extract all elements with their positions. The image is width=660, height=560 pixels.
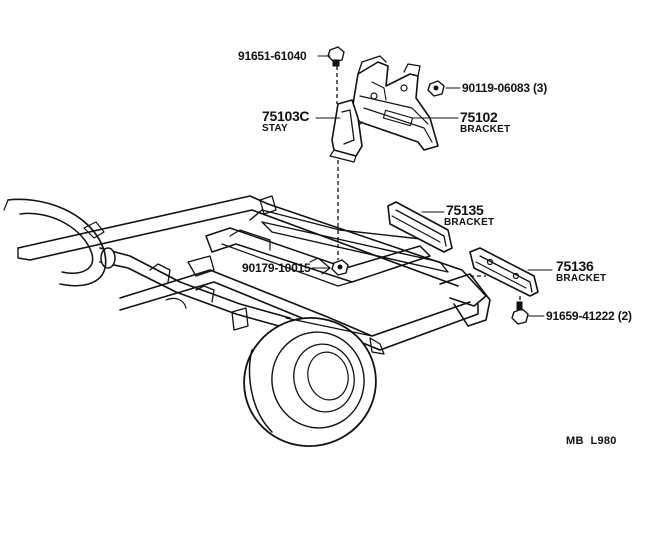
diagram-code-right: L980 <box>590 435 617 447</box>
bracket-75102 <box>349 55 439 151</box>
part-number-91659-41222: 91659-41222 (2) <box>546 310 632 322</box>
bolt-91651-icon <box>327 46 345 67</box>
part-number-75103c: 75103C <box>262 108 310 124</box>
part-desc-bracket-75136: BRACKET <box>556 273 607 284</box>
part-number-75135: 75135 <box>446 202 484 218</box>
leader-lines <box>311 55 553 317</box>
part-quantity: (2) <box>617 309 632 323</box>
part-desc-bracket-75135: BRACKET <box>444 217 495 228</box>
part-quantity: (3) <box>533 81 548 95</box>
nut-90119-icon <box>427 80 445 97</box>
part-number-91651-61040: 91651-61040 <box>238 49 307 63</box>
tire-front <box>243 317 377 447</box>
part-number: 90119-06083 <box>462 81 530 95</box>
chassis-frame <box>17 195 491 355</box>
part-number-75102: 75102 <box>460 109 498 125</box>
tire-left <box>3 198 107 287</box>
diagram-code-left: MB <box>566 435 584 447</box>
diagram-code: MB L980 <box>566 436 617 447</box>
part-number-90179-10015: 90179-10015 <box>242 261 311 275</box>
stay-75103c <box>329 99 363 163</box>
part-number-90119-06083: 90119-06083 (3) <box>462 82 547 94</box>
bracket-75135 <box>387 201 453 253</box>
nut-90179-icon <box>331 259 349 276</box>
part-number-75136: 75136 <box>556 258 594 274</box>
part-desc-stay: STAY <box>262 123 288 134</box>
part-number: 91659-41222 <box>546 309 615 323</box>
bracket-75136 <box>469 247 539 297</box>
part-desc-bracket-75102: BRACKET <box>460 124 511 135</box>
